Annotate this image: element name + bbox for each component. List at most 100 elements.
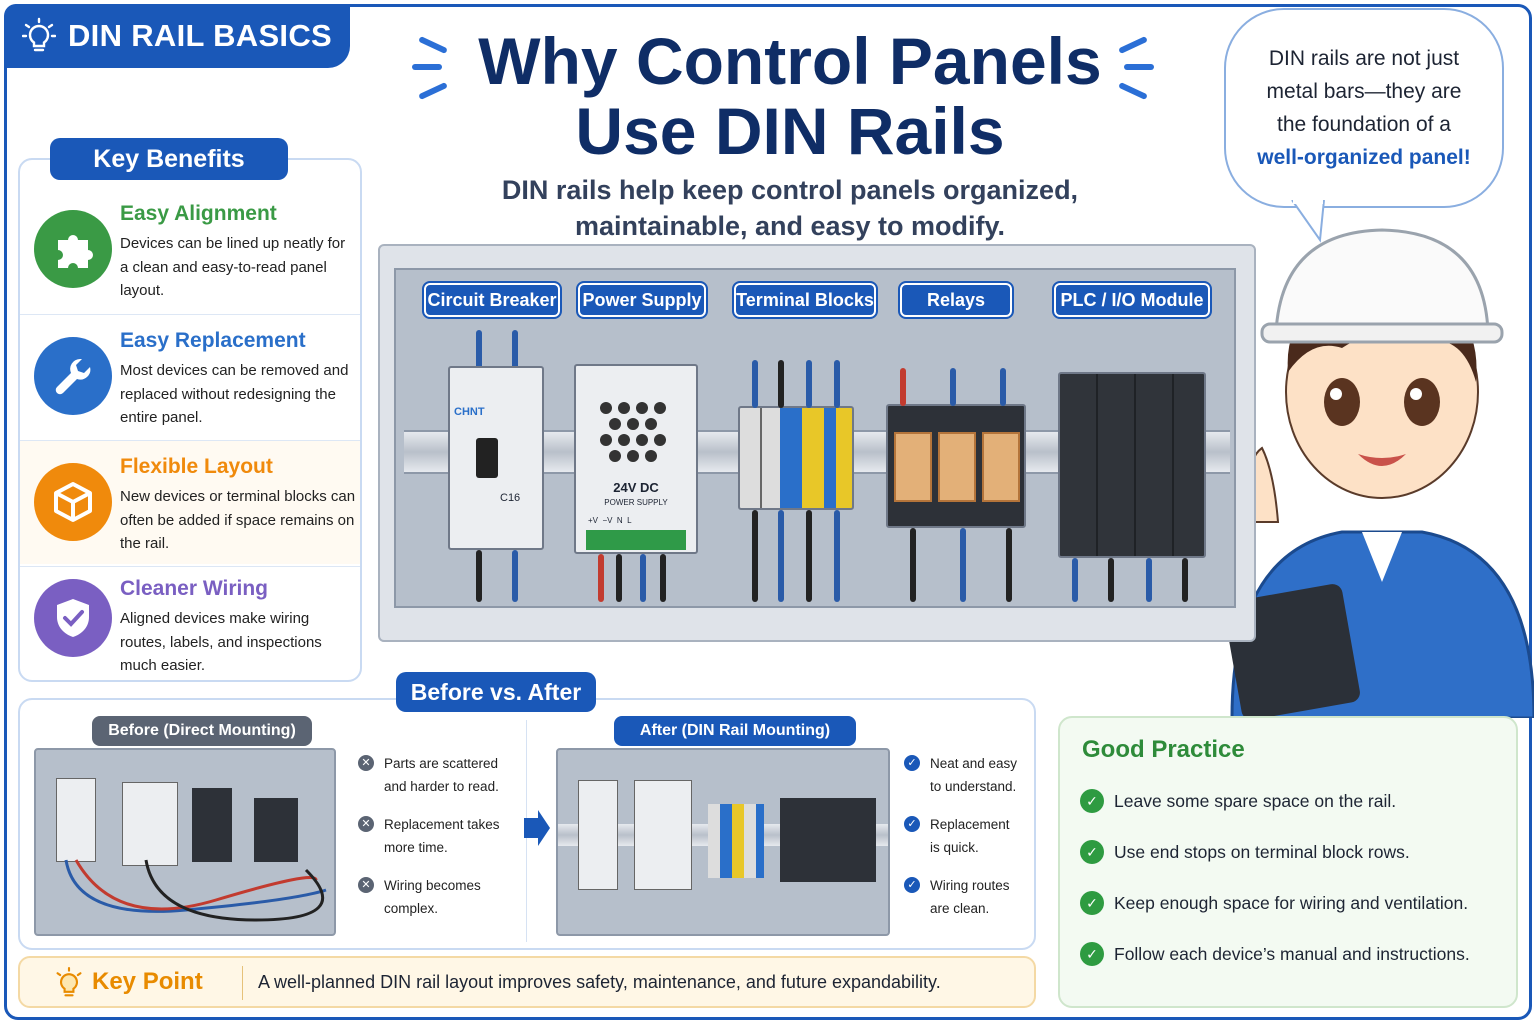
label-plc-module: PLC / I/O Module (1052, 281, 1212, 319)
section-tag: DIN RAIL BASICS (4, 4, 350, 68)
psu-terminal-strip (586, 530, 686, 550)
bubble-line: metal bars—they are (1266, 80, 1462, 103)
wire (910, 528, 916, 602)
wire (640, 554, 646, 602)
page-frame (4, 4, 1532, 1020)
benefit-text: New devices or terminal blocks can often… (120, 488, 356, 552)
breaker-rating: C16 (500, 492, 521, 504)
bubble-line: the foundation of a (1277, 113, 1451, 136)
wire (806, 360, 812, 408)
practice-text: Leave some spare space on the rail. (1114, 790, 1397, 811)
check-icon: ✓ (904, 877, 920, 893)
bubble-tail (1291, 200, 1325, 243)
practice-item: ✓Keep enough space for wiring and ventil… (1080, 888, 1468, 918)
wire (1182, 558, 1188, 602)
shield-check-icon (34, 579, 112, 657)
before-image (34, 748, 336, 936)
wire (752, 360, 758, 408)
mini-psu (122, 782, 178, 866)
bubble-line: DIN rails are not just (1268, 47, 1460, 70)
note-line: are clean. (930, 901, 990, 916)
mini-relays (780, 798, 876, 882)
note-line: Neat and easy (930, 756, 1018, 771)
note-line: Replacement (930, 817, 1010, 832)
check-icon: ✓ (1080, 942, 1104, 966)
mini-breaker (578, 780, 618, 890)
title-accent (412, 64, 442, 70)
benefits-heading: Key Benefits (50, 138, 288, 180)
label-terminal-blocks: Terminal Blocks (732, 281, 878, 319)
wire (900, 368, 906, 406)
check-icon: ✓ (1080, 840, 1104, 864)
mini-relay (254, 798, 298, 862)
terminal-blocks-device (738, 406, 854, 510)
benefit-text: Most devices can be removed and replaced… (120, 362, 349, 426)
practice-text: Follow each device’s manual and instruct… (1114, 943, 1470, 964)
page-title-line1: Why Control Panels (478, 24, 1102, 98)
wire (660, 554, 666, 602)
wire (778, 360, 784, 408)
practice-text: Use end stops on terminal block rows. (1114, 841, 1410, 862)
wire (512, 330, 518, 370)
relay-coil (982, 432, 1020, 502)
box-icon (34, 463, 112, 541)
benefit-item: Cleaner Wiring Aligned devices make wiri… (20, 566, 360, 678)
label-circuit-breaker: Circuit Breaker (422, 281, 562, 319)
benefit-item: Easy Replacement Most devices can be rem… (20, 314, 360, 438)
vent-grille (600, 402, 666, 462)
wire (616, 554, 622, 602)
benefit-text: Aligned devices make wiring routes, labe… (120, 610, 322, 674)
breaker-brand: CHNT (454, 406, 485, 418)
note-line: and harder to read. (384, 779, 499, 794)
wire (778, 510, 784, 602)
wire (476, 330, 482, 370)
page-title-line2: Use DIN Rails (575, 94, 1005, 168)
wire (752, 510, 758, 602)
psu-label: POWER SUPPLY (604, 498, 668, 507)
psu-terminals: +V −V N L (588, 516, 632, 525)
benefit-title: Easy Alignment (120, 202, 277, 225)
relay-coil (938, 432, 976, 502)
psu-voltage: 24V DC (613, 480, 659, 495)
wire (950, 368, 956, 406)
before-after-heading: Before vs. After (396, 672, 596, 712)
page-subtitle: DIN rails help keep control panels organ… (440, 172, 1140, 244)
wire (834, 360, 840, 408)
divider (242, 966, 243, 1000)
good-practice-panel: Good Practice ✓Leave some spare space on… (1058, 716, 1518, 1008)
engineer-illustration (1224, 228, 1534, 718)
subtitle-line2: maintainable, and easy to modify. (574, 211, 1006, 241)
wrench-icon (34, 337, 112, 415)
wire (1146, 558, 1152, 602)
circuit-breaker-device: CHNT C16 (448, 366, 544, 550)
benefit-title: Flexible Layout (120, 455, 273, 478)
key-point-label: Key Point (92, 968, 203, 995)
practice-item: ✓ Follow each device’s manual and instruc… (1080, 939, 1470, 969)
before-label: Before (Direct Mounting) (92, 716, 312, 746)
relays-device (886, 404, 1026, 528)
check-icon: ✓ (904, 816, 920, 832)
x-icon: ✕ (358, 816, 374, 832)
key-point-bar: Key Point A well-planned DIN rail layout… (18, 956, 1036, 1008)
bubble-highlight: well-organized panel! (1257, 146, 1471, 169)
wire (1006, 528, 1012, 602)
label-power-supply: Power Supply (576, 281, 708, 319)
relay-coil (894, 432, 932, 502)
after-image (556, 748, 890, 936)
wire (960, 528, 966, 602)
check-icon: ✓ (1080, 789, 1104, 813)
practice-item: ✓ Leave some spare space on the rail. (1080, 786, 1396, 816)
wire (1072, 558, 1078, 602)
wire (476, 550, 482, 602)
note-line: to understand. (930, 779, 1017, 794)
wire (598, 554, 604, 602)
title-accent (1124, 64, 1154, 70)
note-line: complex. (384, 901, 439, 916)
section-tag-label: DIN RAIL BASICS (68, 18, 333, 53)
speech-bubble: DIN rails are not just metal bars—they a… (1224, 8, 1504, 208)
note-line: Replacement takes (384, 817, 500, 832)
